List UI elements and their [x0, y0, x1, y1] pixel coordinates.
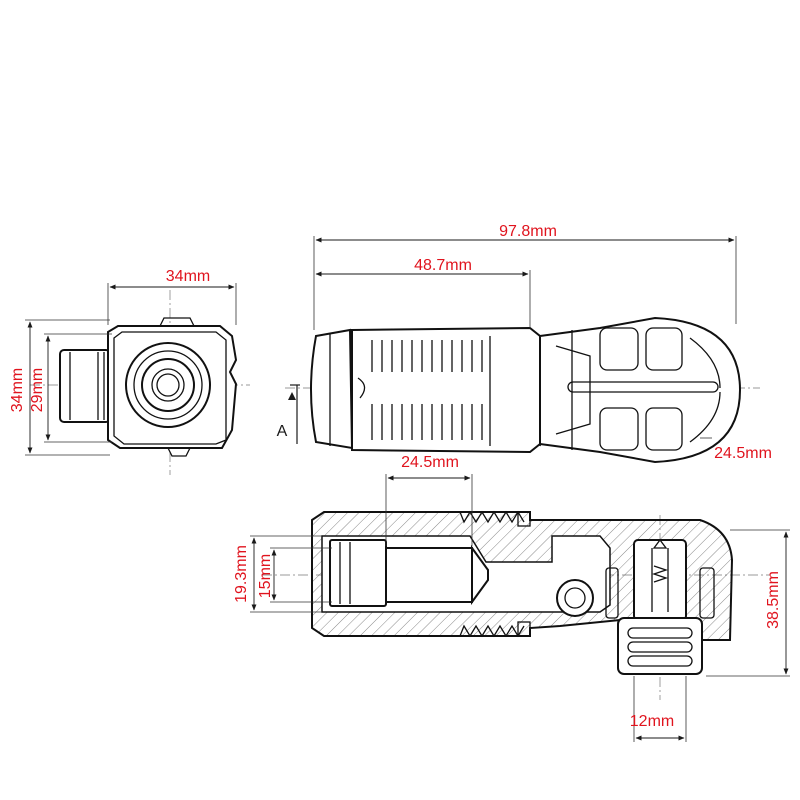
end-view: 34mm 34mm 29mm: [9, 268, 250, 475]
dim-overall-length: 97.8mm: [499, 223, 557, 240]
dim-section-grip-length: 24.5mm: [401, 454, 459, 471]
top-view: A: [277, 223, 772, 464]
section-marker-label: A: [277, 423, 288, 440]
dim-bore-inner: 15mm: [257, 554, 274, 598]
section-view: 24.5mm 19.3mm 15mm 38.5mm 12mm: [233, 454, 790, 742]
dim-end-height: 34mm: [9, 368, 26, 412]
dim-body-length: 48.7mm: [414, 257, 472, 274]
dim-pin-width: 12mm: [630, 713, 674, 730]
dim-bore-outer: 19.3mm: [233, 545, 250, 603]
dim-end-inner-height: 29mm: [29, 368, 46, 412]
dim-overall-height: 38.5mm: [765, 571, 782, 629]
dim-end-width: 34mm: [166, 268, 210, 285]
dim-head-width: 24.5mm: [714, 445, 772, 462]
